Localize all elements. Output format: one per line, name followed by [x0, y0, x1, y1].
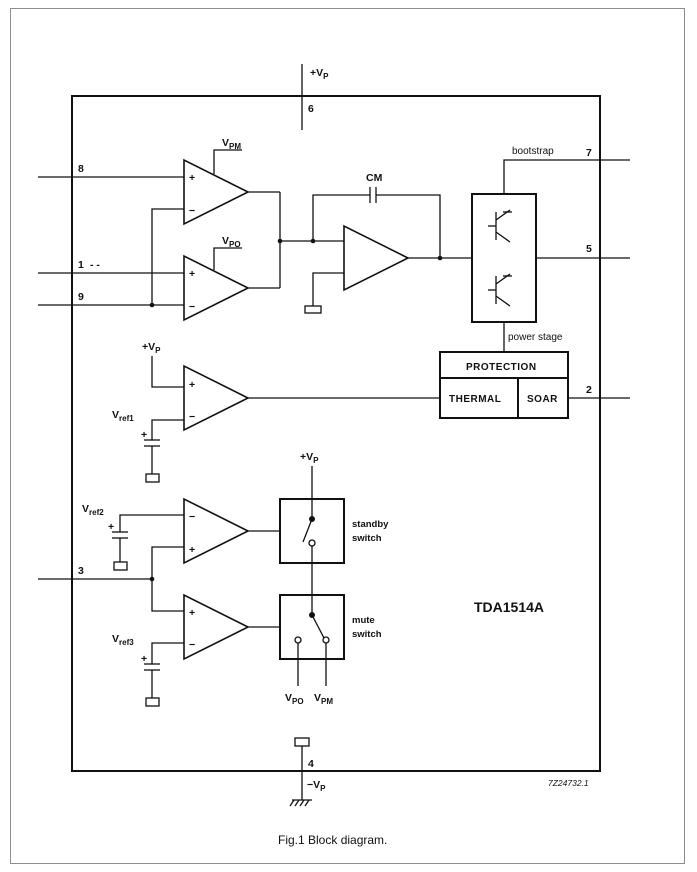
svg-text:8: 8 [78, 163, 84, 175]
svg-text:+: + [108, 521, 114, 533]
standby-amplifier: − + + Vref2 3 [38, 497, 280, 612]
svg-text:- -: - - [90, 259, 100, 271]
chip-name: TDA1514A [474, 599, 544, 615]
svg-text:VPM: VPM [222, 137, 241, 151]
svg-text:+VP: +VP [300, 451, 319, 465]
svg-text:VPO: VPO [285, 692, 304, 706]
svg-text:4: 4 [308, 758, 314, 770]
svg-text:+: + [189, 607, 195, 619]
ic-outline [71, 95, 601, 772]
svg-text:CM: CM [366, 172, 383, 184]
figure-caption: Fig.1 Block diagram. [278, 833, 387, 847]
svg-text:+: + [189, 172, 195, 184]
svg-text:+: + [189, 544, 195, 556]
standby-switch: +VP standby switch [279, 451, 389, 595]
power-stage: bootstrap 7 5 power stage [471, 146, 630, 352]
merge-wiring [248, 191, 344, 289]
reference-amplifier-1: + − +VP + Vref1 [112, 341, 440, 483]
svg-text:Vref2: Vref2 [82, 503, 104, 517]
driver-amplifier: CM [304, 172, 472, 314]
svg-text:Vref1: Vref1 [112, 409, 134, 423]
input-wiring: 8 1 - - 9 [38, 163, 184, 308]
svg-text:5: 5 [586, 243, 592, 255]
svg-text:+: + [141, 429, 147, 441]
drawing-code: 7Z24732.1 [548, 778, 589, 788]
svg-text:VPM: VPM [314, 692, 333, 706]
svg-text:−: − [189, 411, 195, 423]
svg-text:−VP: −VP [307, 779, 326, 793]
svg-text:9: 9 [78, 291, 84, 303]
svg-text:1: 1 [78, 259, 84, 271]
svg-text:VPO: VPO [222, 235, 241, 249]
svg-text:+VP: +VP [142, 341, 161, 355]
protection-block: PROTECTION THERMAL SOAR 2 [439, 351, 630, 419]
figure-frame [10, 8, 685, 864]
svg-text:−: − [189, 511, 195, 523]
svg-text:6: 6 [308, 103, 314, 115]
svg-text:+: + [189, 268, 195, 280]
svg-text:3: 3 [78, 565, 84, 577]
svg-text:power stage: power stage [508, 332, 563, 343]
mute-amplifier: + − + Vref3 [112, 593, 280, 707]
svg-text:PROTECTION: PROTECTION [466, 362, 537, 373]
opamp-input-a: + − VPM [183, 137, 250, 226]
svg-text:+: + [189, 379, 195, 391]
svg-text:bootstrap: bootstrap [512, 146, 554, 157]
svg-text:standby: standby [352, 519, 389, 530]
mute-switch: VPO VPM mute switch [279, 594, 382, 706]
svg-text:+VP: +VP [310, 67, 329, 81]
svg-text:−: − [189, 639, 195, 651]
svg-text:SOAR: SOAR [527, 394, 558, 405]
svg-text:THERMAL: THERMAL [449, 394, 501, 405]
svg-text:2: 2 [586, 384, 592, 396]
svg-text:switch: switch [352, 533, 382, 544]
svg-text:+: + [141, 653, 147, 665]
svg-text:mute: mute [352, 615, 375, 626]
svg-text:7: 7 [586, 147, 592, 159]
svg-text:−: − [189, 205, 195, 217]
pin-4-ground: 4 −VP [289, 737, 326, 807]
svg-text:−: − [189, 301, 195, 313]
pin-6-supply: +VP 6 [301, 64, 329, 130]
svg-text:switch: switch [352, 629, 382, 640]
svg-text:Vref3: Vref3 [112, 633, 134, 647]
opamp-input-b: + − VPO [183, 235, 250, 322]
